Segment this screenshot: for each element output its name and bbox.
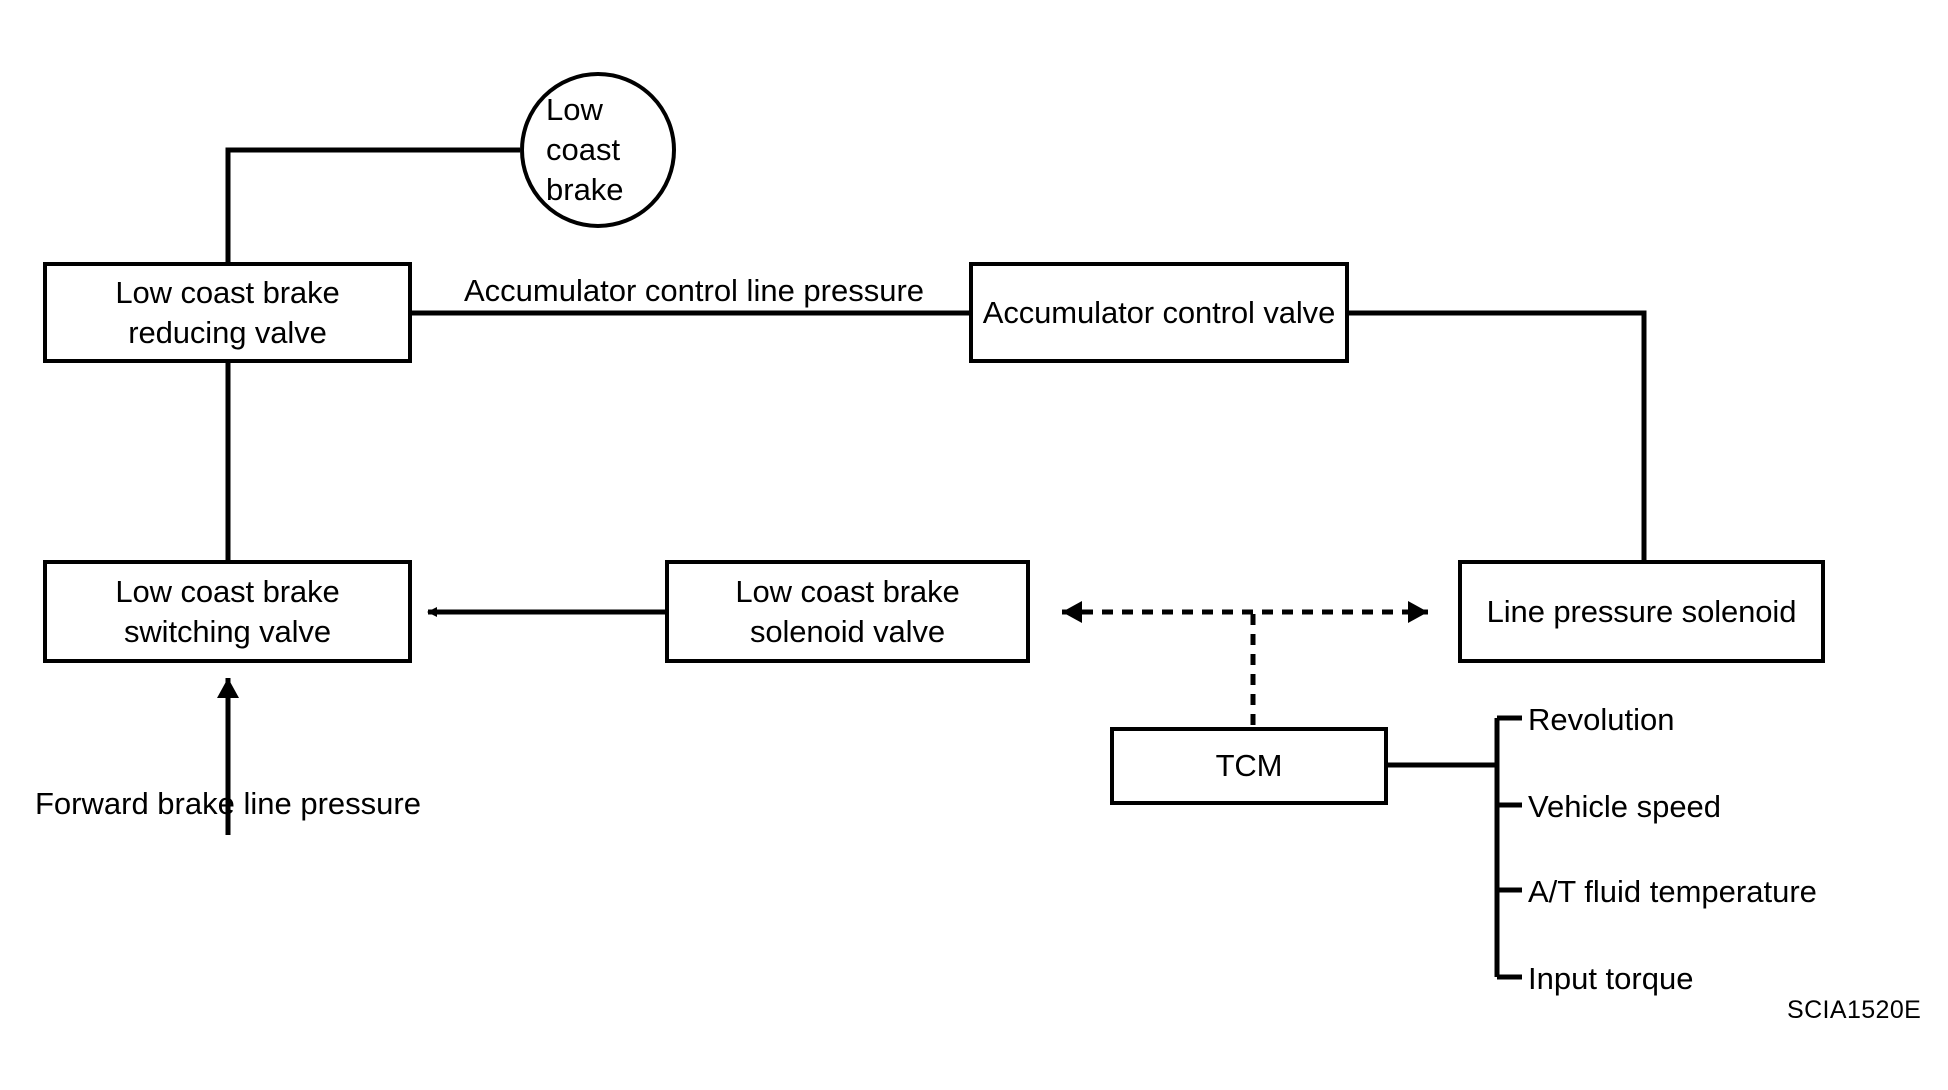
node-low-coast-brake-switching-valve[interactable]: Low coast brake switching valve xyxy=(43,560,412,663)
node-reducing-valve-label: Low coast brake reducing valve xyxy=(115,274,340,350)
node-accumulator-control-valve-label: Accumulator control valve xyxy=(982,294,1336,330)
node-line-pressure-solenoid[interactable]: Line pressure solenoid xyxy=(1458,560,1825,663)
tcm-input-at-fluid-temperature: A/T fluid temperature xyxy=(1528,874,1817,909)
figure-reference-code: SCIA1520E xyxy=(1787,996,1922,1024)
node-accumulator-control-valve[interactable]: Accumulator control valve xyxy=(969,262,1349,363)
connector-brake-to-reducing-valve xyxy=(225,147,520,262)
node-switching-valve-label: Low coast brake switching valve xyxy=(115,573,340,649)
node-low-coast-brake-solenoid-valve[interactable]: Low coast brake solenoid valve xyxy=(665,560,1030,663)
node-low-coast-brake-label: Low coast brake xyxy=(546,91,624,208)
tcm-input-revolution: Revolution xyxy=(1528,702,1675,737)
node-line-pressure-solenoid-label: Line pressure solenoid xyxy=(1486,593,1797,629)
label-accumulator-control-line-pressure: Accumulator control line pressure xyxy=(464,273,925,308)
node-low-coast-brake[interactable]: Low coast brake xyxy=(520,72,676,228)
node-low-coast-brake-reducing-valve[interactable]: Low coast brake reducing valve xyxy=(43,262,412,363)
node-tcm-label: TCM xyxy=(1215,748,1283,784)
label-forward-brake-line-pressure: Forward brake line pressure xyxy=(35,786,421,821)
connector-accumulator-to-line-pressure-solenoid xyxy=(1349,310,1647,560)
tcm-input-vehicle-speed: Vehicle speed xyxy=(1528,789,1722,824)
node-solenoid-valve-label: Low coast brake solenoid valve xyxy=(735,573,960,649)
tcm-input-input-torque: Input torque xyxy=(1528,961,1694,996)
node-tcm[interactable]: TCM xyxy=(1110,727,1388,805)
